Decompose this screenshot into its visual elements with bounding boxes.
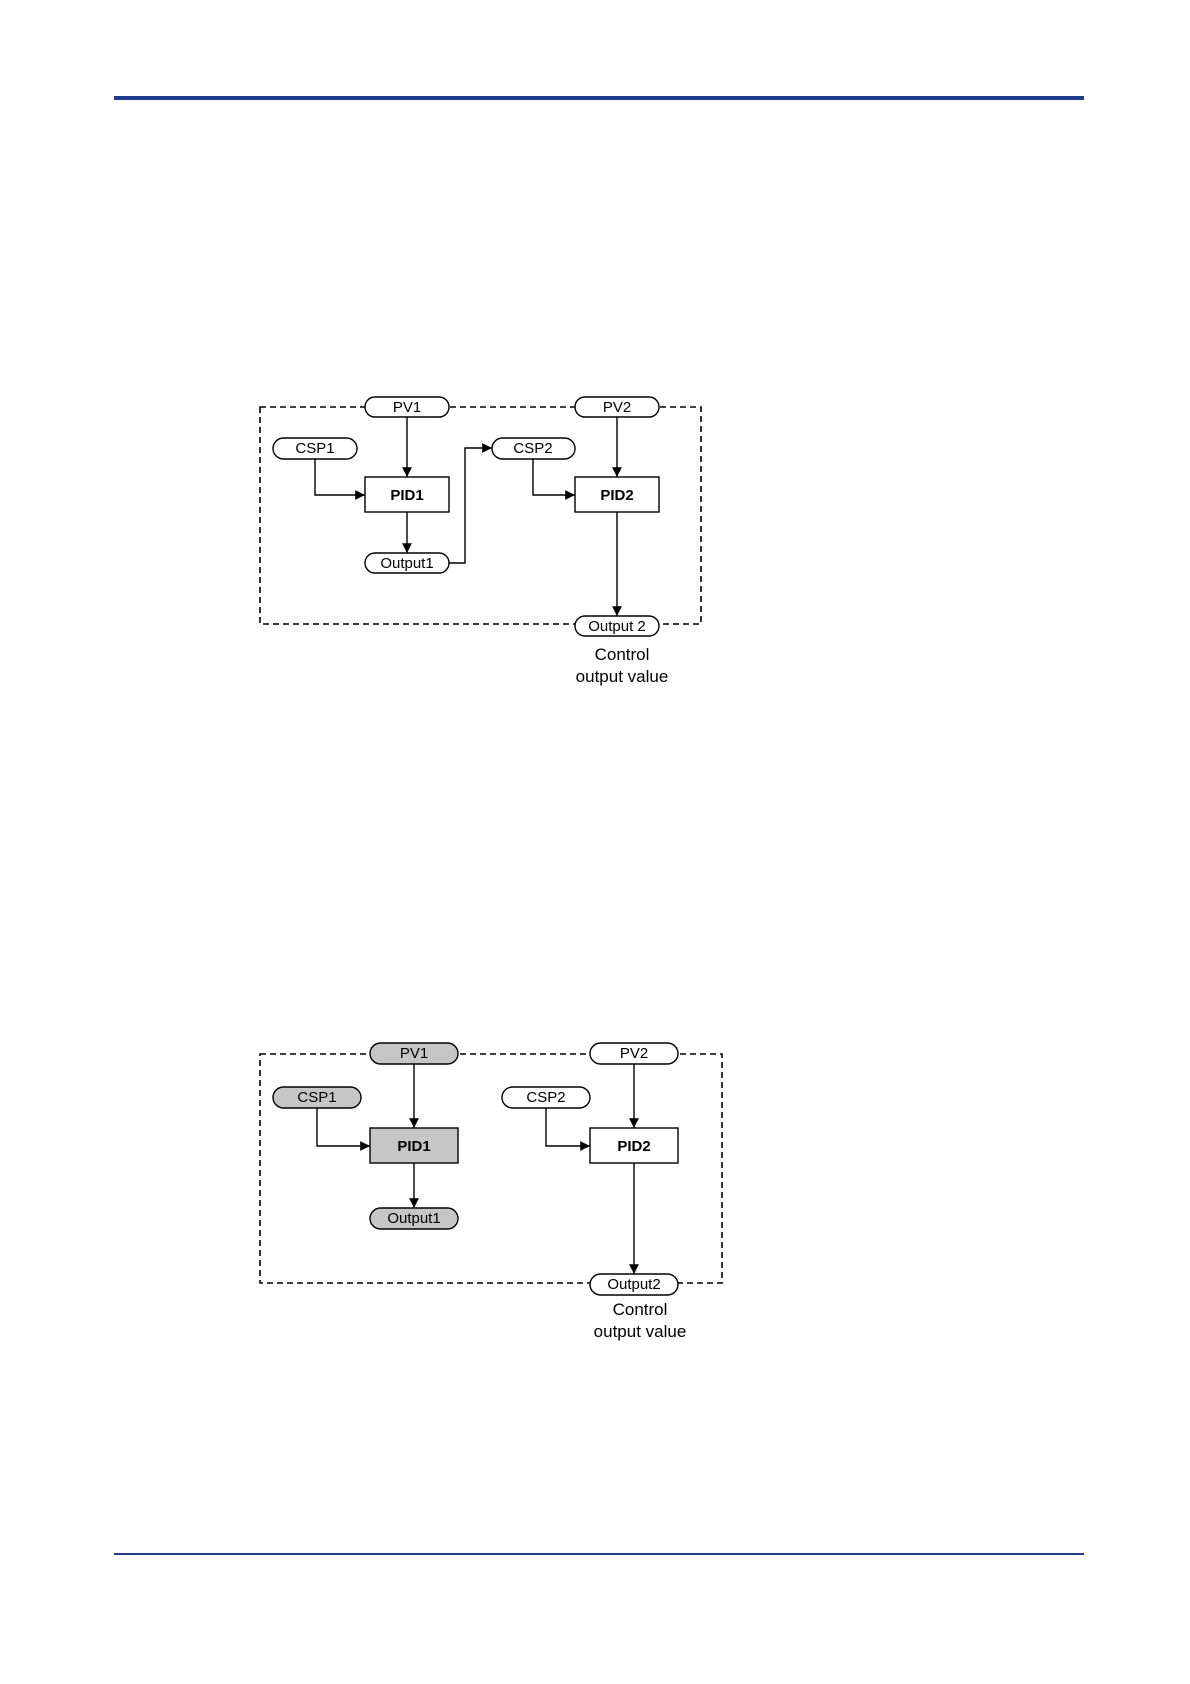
node-pv2: PV2 (590, 1043, 678, 1064)
edge-output1-csp2 (449, 448, 492, 563)
node-pv1: PV1 (370, 1043, 458, 1064)
edge-csp2-pid2 (546, 1107, 590, 1146)
node-pv2-label: PV2 (620, 1045, 648, 1062)
node-pv1-label: PV1 (400, 1045, 428, 1062)
node-output1: Output1 (365, 553, 449, 573)
edge-csp1-pid1 (317, 1107, 370, 1146)
node-csp2-label: CSP2 (526, 1089, 565, 1106)
node-output2-label: Output 2 (588, 618, 646, 635)
node-pid2-label: PID2 (600, 487, 633, 504)
node-pid1-label: PID1 (397, 1138, 430, 1155)
node-pv1: PV1 (365, 397, 449, 417)
caption-2-line-1: Control (613, 1300, 668, 1319)
node-output2: Output2 (590, 1274, 678, 1295)
node-csp1: CSP1 (273, 1087, 361, 1108)
edge-csp2-pid2 (533, 459, 575, 495)
node-pid1: PID1 (365, 477, 449, 512)
caption-1-line-2: output value (576, 667, 669, 686)
node-pid2: PID2 (590, 1128, 678, 1163)
node-pid1-label: PID1 (390, 487, 423, 504)
footer-rule (114, 1553, 1084, 1555)
node-csp2-label: CSP2 (513, 440, 552, 457)
diagram-1: PV1 PV2 CSP1 CSP2 PID1 PID2 Output1 Out (260, 397, 701, 686)
node-output2-label: Output2 (607, 1276, 660, 1293)
node-csp1-label: CSP1 (295, 440, 334, 457)
node-csp1: CSP1 (273, 438, 357, 459)
node-output1-label: Output1 (380, 555, 433, 572)
node-csp1-label: CSP1 (297, 1089, 336, 1106)
node-pid2: PID2 (575, 477, 659, 512)
node-pv2: PV2 (575, 397, 659, 417)
node-csp2: CSP2 (502, 1087, 590, 1108)
node-csp2: CSP2 (492, 438, 575, 459)
diagram-2: PV1 PV2 CSP1 CSP2 PID1 PID2 Output1 Out (260, 1043, 722, 1341)
node-output2: Output 2 (575, 616, 659, 636)
node-pv2-label: PV2 (603, 399, 631, 416)
node-output1-label: Output1 (387, 1210, 440, 1227)
edge-csp1-pid1 (315, 459, 365, 495)
caption-1-line-1: Control (595, 645, 650, 664)
node-output1: Output1 (370, 1208, 458, 1229)
node-pv1-label: PV1 (393, 399, 421, 416)
node-pid2-label: PID2 (617, 1138, 650, 1155)
caption-2-line-2: output value (594, 1322, 687, 1341)
node-pid1: PID1 (370, 1128, 458, 1163)
